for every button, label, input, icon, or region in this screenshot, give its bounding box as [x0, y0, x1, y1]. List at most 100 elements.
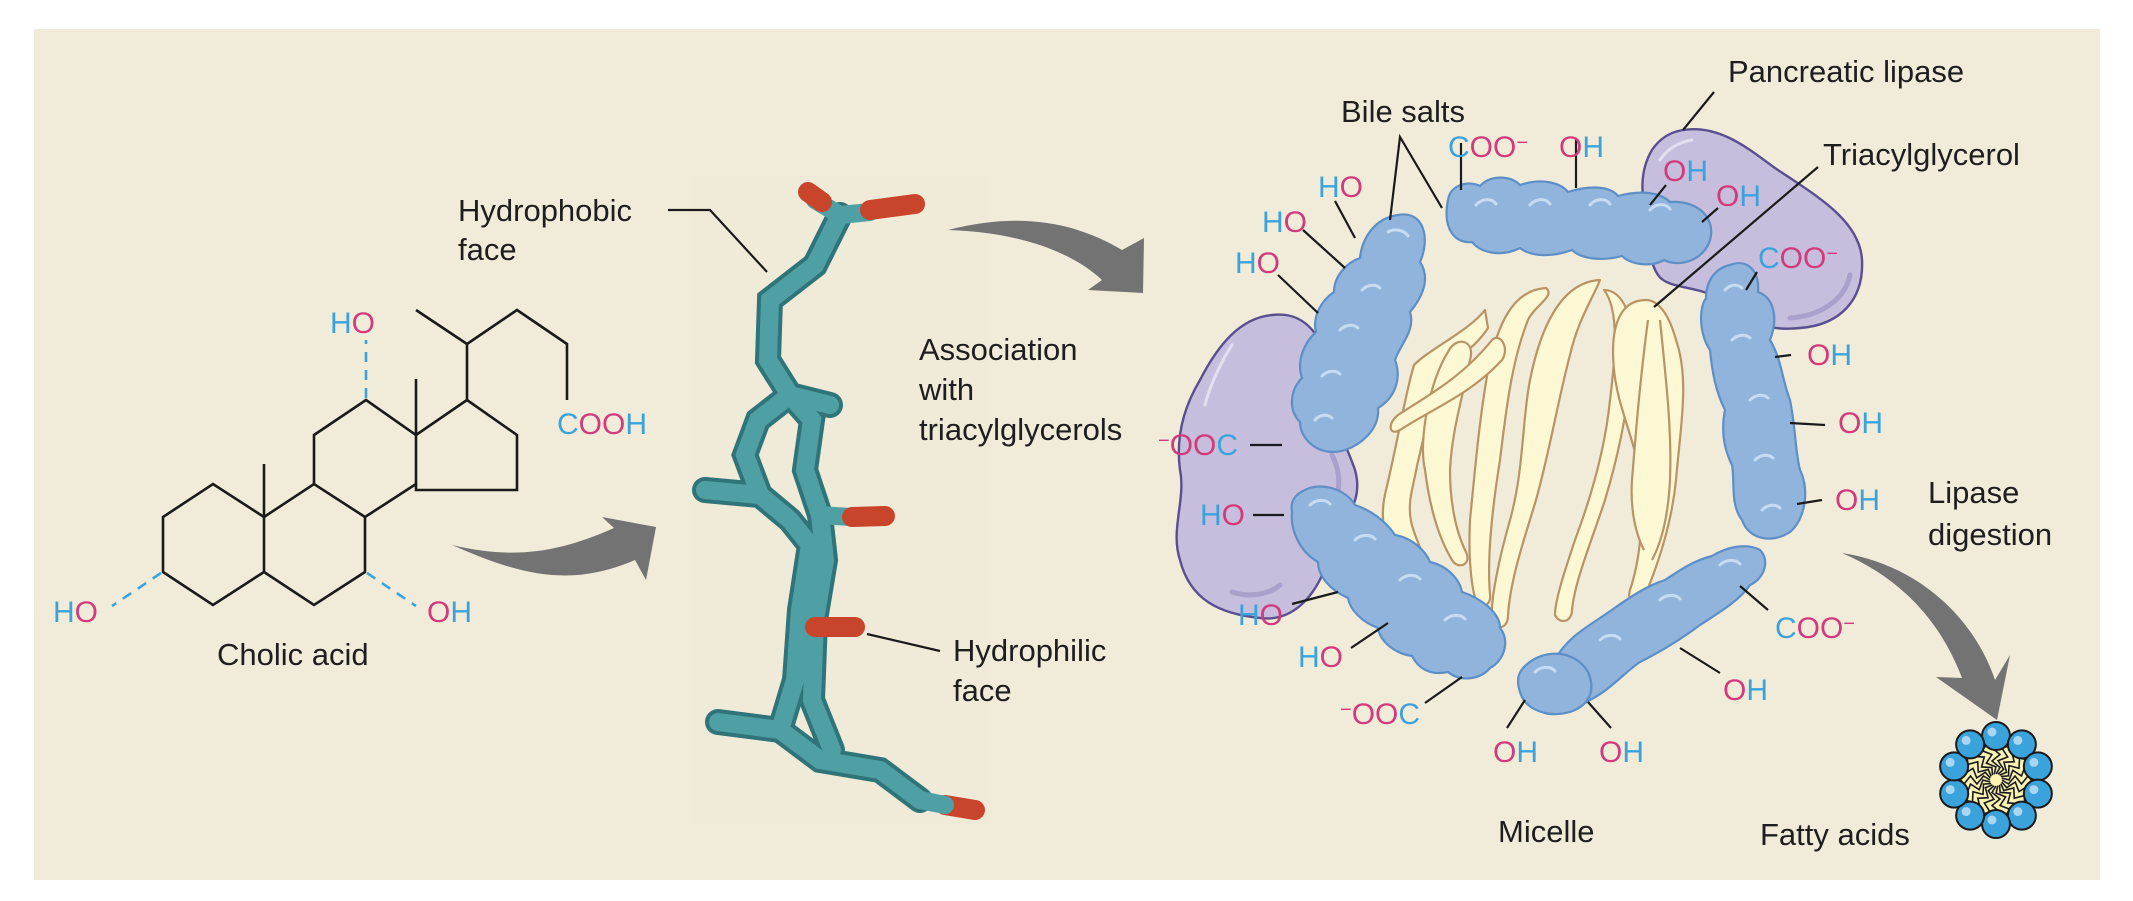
- group-atom: O: [1320, 641, 1343, 674]
- group-atom: O: [1838, 407, 1861, 440]
- cholic-acid-3d-model: [690, 175, 990, 825]
- group-atom: −: [1516, 132, 1528, 154]
- fatty-acid-head-highlight: [1987, 727, 1997, 737]
- triacylglycerol-chain: [1630, 319, 1650, 551]
- group-atom: C: [1758, 242, 1780, 275]
- group-leaders: [1250, 140, 1826, 729]
- group-atom: C: [1216, 429, 1238, 462]
- fatty-acid-head: [1981, 721, 2011, 751]
- c3-oh-bond: [111, 571, 162, 608]
- group-atom: H: [1622, 736, 1644, 769]
- lipase-digestion-label: Lipase: [1928, 475, 2019, 510]
- group-label-right-coo: COO−: [1758, 242, 1838, 275]
- group-label-left-ho-2: HO: [1262, 206, 1307, 239]
- group-label-bottom-oh-1: OH: [1493, 736, 1538, 769]
- group-atom: O: [1663, 155, 1686, 188]
- fatty-acid-head-highlight: [1961, 807, 1971, 817]
- c7-hydroxyl-label: OH: [427, 596, 472, 629]
- hydrophobic-face-label: Hydrophobic: [458, 193, 632, 228]
- hydrophilic-face-label-2: face: [953, 673, 1012, 708]
- triacylglycerol-chain: [1651, 319, 1672, 561]
- group-atom: O: [1559, 131, 1582, 164]
- oxygen-atom: [798, 182, 832, 212]
- group-atom: O: [1493, 736, 1516, 769]
- group-atom: OO: [1797, 612, 1844, 645]
- fatty-acid-head-highlight: [2013, 807, 2023, 817]
- c3-hydroxyl-label: HO: [53, 596, 98, 629]
- hydrophobic-leader: [668, 208, 768, 273]
- ring-d: [414, 398, 519, 492]
- bile-salts-label: Bile salts: [1341, 94, 1465, 129]
- group-atom: H: [1858, 484, 1880, 517]
- ring-b: [263, 482, 367, 607]
- group-label-lower-ooc: −OOC: [1340, 698, 1420, 731]
- association-label: Association: [919, 332, 1078, 367]
- fatty-acid-head: [1981, 809, 2011, 839]
- group-atom: OO: [1170, 429, 1217, 462]
- cholic-acid-label: Cholic acid: [217, 637, 369, 672]
- group-atom: H: [1746, 674, 1768, 707]
- group-atom: OO: [1470, 131, 1517, 164]
- fatty-acid-head: [2022, 751, 2053, 782]
- oxygen-atom: [842, 506, 895, 527]
- ring-c: [312, 398, 418, 519]
- group-atom: O: [1716, 180, 1739, 213]
- group-atom: H: [1739, 180, 1761, 213]
- side-chain: [465, 308, 569, 400]
- bile-salts-leader: [1388, 133, 1443, 221]
- group-label-top-oh: OH: [1559, 131, 1604, 164]
- fatty-acid-head-highlight: [1945, 757, 1955, 767]
- group-atom: H: [1318, 171, 1340, 204]
- group-atom: H: [1298, 641, 1320, 674]
- triacylglycerol-chain: [1612, 298, 1685, 606]
- group-label-right-oh-3: OH: [1835, 484, 1880, 517]
- group-atom: O: [1284, 206, 1307, 239]
- fatty-acid-head-highlight: [2013, 735, 2023, 745]
- fatty-acid-head-highlight: [1961, 735, 1971, 745]
- group-label-bottom-oh-2: OH: [1599, 736, 1644, 769]
- group-label-lower-ho-1: HO: [1238, 599, 1283, 632]
- bile-salt-right: [1700, 262, 1807, 540]
- group-atom: −: [1340, 699, 1352, 721]
- group-label-left-ooc: −OOC: [1158, 429, 1238, 462]
- micelle-label: Micelle: [1498, 814, 1594, 849]
- c12-hydroxyl-label: HO: [330, 307, 375, 340]
- triacylglycerol-leader: [1653, 166, 1819, 308]
- fatty-acid-core: [1956, 740, 2036, 820]
- micelle: COO− OH HO HO HO OH OH COO− OH OH OH −OO…: [1158, 54, 2020, 849]
- bile-salt-lower-right: [1516, 545, 1767, 716]
- group-label-top-coo: COO−: [1448, 131, 1528, 164]
- fatty-acid-micelle: [1939, 721, 2053, 839]
- fatty-acid-head: [1939, 778, 1970, 809]
- triacylglycerol-cluster: [1381, 278, 1685, 629]
- pancreatic-lipase-label: Pancreatic lipase: [1728, 54, 1964, 89]
- group-atom: O: [1723, 674, 1746, 707]
- association-label-2: with: [918, 372, 974, 407]
- fatty-acid-head-highlight: [2029, 785, 2039, 795]
- association-label-3: triacylglycerols: [919, 412, 1122, 447]
- group-label-lipase-oh-1: OH: [1663, 155, 1708, 188]
- bile-salt-top: [1445, 176, 1713, 266]
- hydrophilic-face-label: Hydrophilic: [953, 633, 1106, 668]
- fatty-acid-head-highlight: [1987, 815, 1997, 825]
- group-atom: H: [1238, 599, 1260, 632]
- group-label-left-ho-3: HO: [1235, 247, 1280, 280]
- group-atom: O: [1599, 736, 1622, 769]
- arrow-to-3d-model-icon: [452, 517, 656, 580]
- group-label-left-ho-4: HO: [1200, 499, 1245, 532]
- lipase-digestion-label-2: digestion: [1928, 517, 2052, 552]
- group-atom: H: [1516, 736, 1538, 769]
- group-label-lower-ho-2: HO: [1298, 641, 1343, 674]
- group-label-br-coo: COO−: [1775, 612, 1855, 645]
- c21-methyl: [415, 308, 468, 346]
- group-atom: C: [1398, 698, 1420, 731]
- group-atom: O: [1807, 339, 1830, 372]
- group-atom: H: [1200, 499, 1222, 532]
- group-label-right-oh-2: OH: [1838, 407, 1883, 440]
- fatty-acid-head: [1955, 729, 1986, 760]
- group-atom: C: [1448, 131, 1470, 164]
- c7-oh-bond: [366, 571, 417, 608]
- group-atom: H: [1861, 407, 1883, 440]
- group-atom: OO: [1780, 242, 1827, 275]
